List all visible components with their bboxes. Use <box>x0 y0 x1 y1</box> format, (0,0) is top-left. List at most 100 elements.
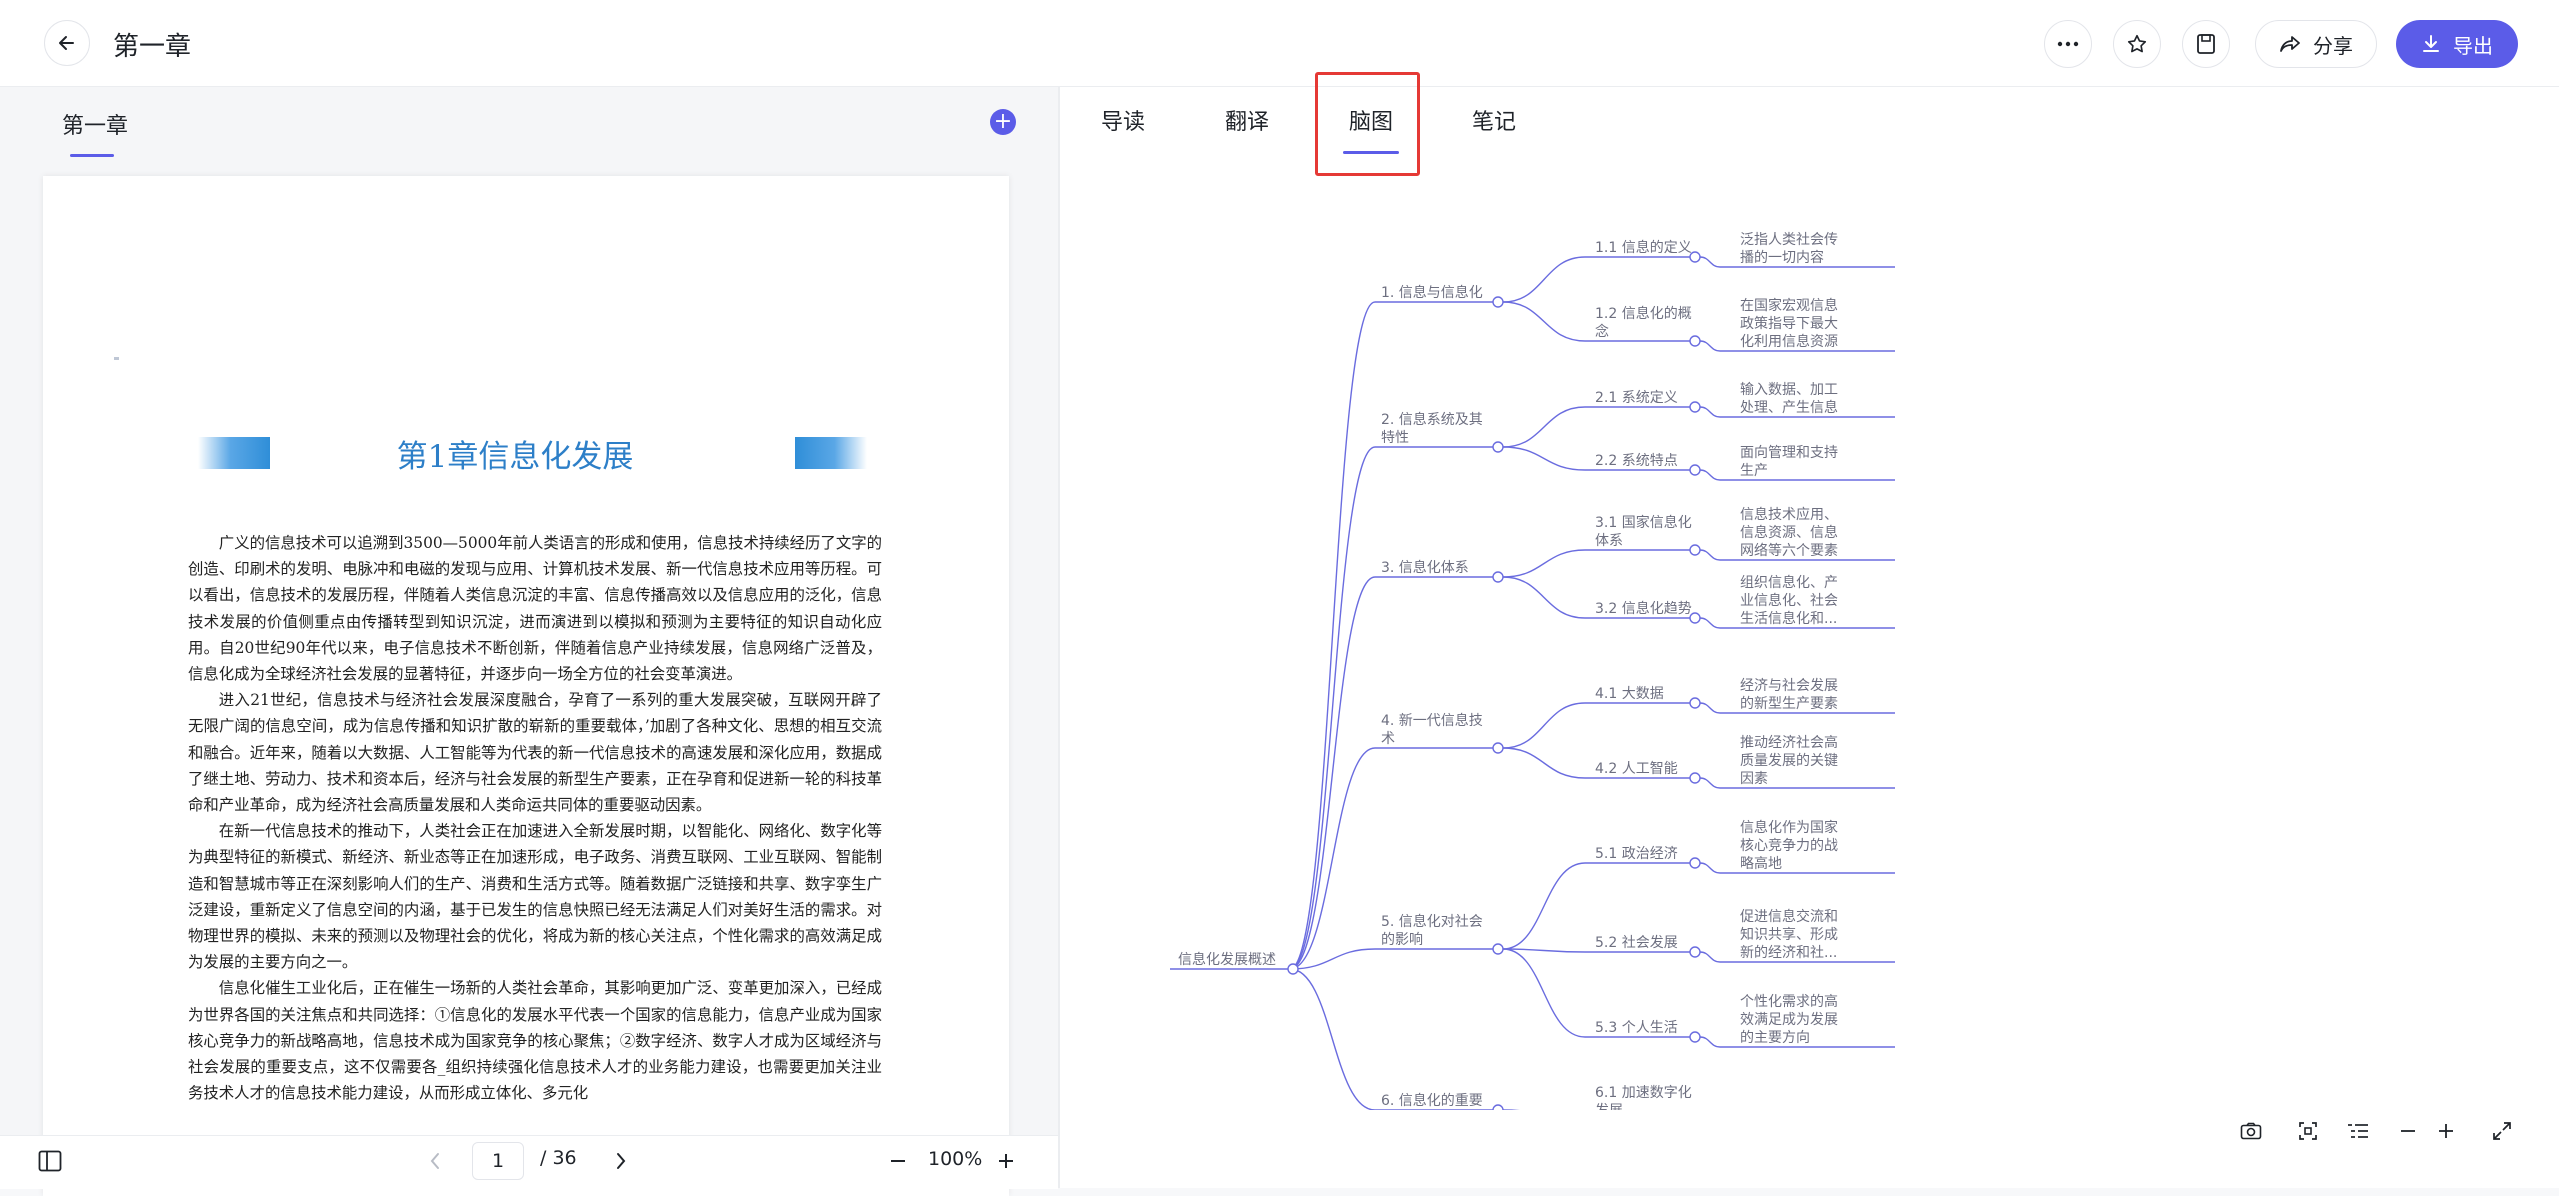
screenshot-button[interactable] <box>2234 1114 2268 1148</box>
mindmap-connector <box>1699 256 1721 268</box>
mindmap-connector <box>1502 301 1586 342</box>
mindmap-node-circle <box>1492 441 1504 453</box>
share-button[interactable]: 分享 <box>2255 20 2377 68</box>
mindmap-branch-label: 5. 信息化对社会的影响 <box>1381 913 1483 948</box>
mindmap-leaf-label: 输入数据、加工处理、产生信息 <box>1740 382 1838 416</box>
expand-icon <box>2493 1122 2511 1140</box>
page-number-input[interactable]: 1 <box>472 1142 524 1180</box>
ellipsis-icon <box>2057 41 2079 47</box>
back-button[interactable] <box>44 20 90 66</box>
minus-icon <box>891 1160 905 1162</box>
tab-guide[interactable]: 导读 <box>1101 110 1146 135</box>
export-button[interactable]: 导出 <box>2396 20 2518 68</box>
mindmap-connector <box>1699 862 1721 874</box>
mindmap-connector <box>1502 256 1586 303</box>
mindmap-node-circle <box>1492 742 1504 754</box>
mindmap-branch-label: 4. 新一代信息技术 <box>1381 712 1483 747</box>
page-title: 第一章 <box>113 32 192 62</box>
ai-panel <box>1060 87 2559 1188</box>
mindmap-connector <box>1502 702 1586 749</box>
focus-icon <box>2299 1122 2317 1140</box>
mindmap-child-label: 3.2 信息化趋势 <box>1595 600 1692 617</box>
mindmap-connector <box>1289 301 1376 970</box>
top-bar: 第一章 分享 导出 <box>0 0 2559 87</box>
mindmap-connector <box>1502 446 1586 471</box>
mindmap-connector <box>1289 968 1376 1110</box>
mindmap-leaf-label: 信息技术应用、信息资源、信息网络等六个要素 <box>1740 506 1838 559</box>
title-decoration-left <box>198 437 270 469</box>
save-icon <box>2197 34 2215 54</box>
document-body: 广义的信息技术可以追溯到3500—5000年前人类语言的形成和使用，信息技术持续… <box>188 530 882 1106</box>
mindmap-leaf-label: 促进信息交流和知识共享、形成新的经济和社... <box>1740 908 1838 961</box>
prev-page-button[interactable] <box>428 1151 442 1175</box>
sidebar-toggle-icon <box>38 1150 62 1172</box>
mindmap-node-circle <box>1492 1104 1504 1110</box>
mindmap-zoom-in-button[interactable] <box>2429 1114 2463 1148</box>
chevron-right-icon <box>617 1153 626 1169</box>
mindmap-leaf-label: 在国家宏观信息政策指导下最大化利用信息资源 <box>1740 297 1838 350</box>
mindmap-node-circle <box>1492 571 1504 583</box>
next-page-button[interactable] <box>614 1151 628 1175</box>
mindmap-connector <box>1502 862 1586 950</box>
mindmap-connector <box>1502 576 1586 619</box>
mindmap-connector <box>1502 549 1586 578</box>
mindmap-branch-label: 3. 信息化体系 <box>1381 559 1469 576</box>
paragraph: 广义的信息技术可以追溯到3500—5000年前人类语言的形成和使用，信息技术持续… <box>188 534 882 684</box>
mindmap-connector <box>1502 948 1586 953</box>
mindmap-leaf-label: 经济与社会发展的新型生产要素 <box>1740 678 1838 712</box>
mindmap-connector <box>1699 549 1721 561</box>
save-button[interactable] <box>2182 20 2230 68</box>
fit-view-button[interactable] <box>2291 1114 2325 1148</box>
mindmap-child-label: 3.1 国家信息化体系 <box>1595 514 1692 549</box>
mindmap-leaf-label: 组织信息化、产业信息化、社会生活信息化和... <box>1740 574 1838 627</box>
zoom-out-button[interactable] <box>888 1151 908 1175</box>
mindmap-node-circle <box>1689 464 1701 476</box>
chapter-heading: 第1章信息化发展 <box>396 439 634 475</box>
favorite-button[interactable] <box>2113 20 2161 68</box>
chapter-tab-underline <box>70 154 114 157</box>
sidebar-toggle-button[interactable] <box>38 1150 62 1176</box>
star-icon <box>2127 34 2147 53</box>
mindmap-root-label: 信息化发展概述 <box>1178 951 1276 968</box>
tab-mindmap[interactable]: 脑图 <box>1349 110 1394 135</box>
mindmap-node-circle <box>1689 401 1701 413</box>
mindmap-leaf-label: 信息化作为国家核心竞争力的战略高地 <box>1740 819 1838 872</box>
mindmap-node-circle <box>1492 943 1504 955</box>
mindmap-node-circle <box>1689 251 1701 263</box>
outline-button[interactable] <box>2341 1114 2375 1148</box>
mindmap-connector <box>1289 446 1376 970</box>
zoom-in-button[interactable] <box>996 1151 1016 1175</box>
mindmap-connector <box>1502 948 1586 1038</box>
mindmap-leaf-label: 泛指人类社会传播的一切内容 <box>1740 232 1838 266</box>
mindmap-node-circle <box>1689 946 1701 958</box>
mindmap-zoom-out-button[interactable] <box>2391 1114 2425 1148</box>
mindmap-child-label: 4.2 人工智能 <box>1595 761 1678 777</box>
mindmap-connector <box>1289 948 1376 970</box>
mindmap-node-circle <box>1287 963 1299 975</box>
zoom-level: 100% <box>928 1148 983 1170</box>
tab-chapter-1[interactable]: 第一章 <box>62 114 129 139</box>
more-button[interactable] <box>2044 20 2092 68</box>
mindmap-child-label: 1.2 信息化的概念 <box>1595 305 1692 340</box>
mindmap-branch-label: 2. 信息系统及其特性 <box>1381 411 1483 446</box>
add-chapter-button[interactable]: + <box>990 109 1016 135</box>
mindmap-connector <box>1699 1036 1721 1048</box>
mind-map[interactable]: 信息化发展概述1. 信息与信息化1.1 信息的定义泛指人类社会传播的一切内容1.… <box>1160 200 1920 1110</box>
active-tab-underline <box>1343 151 1399 154</box>
tab-notes[interactable]: 笔记 <box>1472 110 1517 135</box>
tab-translate[interactable]: 翻译 <box>1225 110 1270 135</box>
camera-icon <box>2240 1122 2262 1140</box>
mindmap-node-circle <box>1689 857 1701 869</box>
mindmap-branch-label: 6. 信息化的重要 <box>1381 1092 1483 1109</box>
mindmap-child-label: 5.2 社会发展 <box>1595 935 1678 951</box>
mindmap-node-circle <box>1689 335 1701 347</box>
mindmap-child-label: 4.1 大数据 <box>1595 686 1664 702</box>
fullscreen-button[interactable] <box>2485 1114 2519 1148</box>
mindmap-leaf-label: 面向管理和支持生产 <box>1740 445 1838 479</box>
mindmap-connector <box>1699 702 1721 714</box>
mindmap-node-circle <box>1689 772 1701 784</box>
outline-list-icon <box>2348 1124 2368 1138</box>
mindmap-connector <box>1699 777 1721 789</box>
mindmap-node-circle <box>1689 544 1701 556</box>
panel-divider <box>1058 87 1060 1188</box>
